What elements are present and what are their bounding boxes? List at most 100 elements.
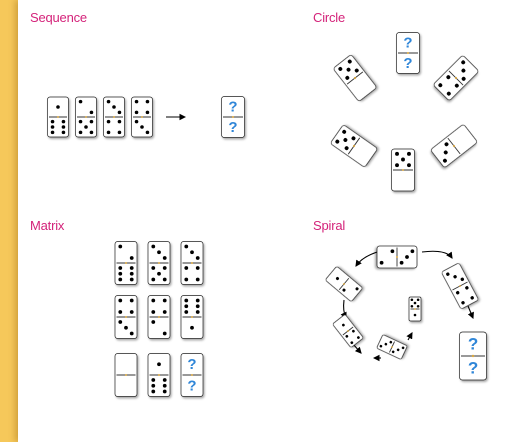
spiral-question-tile: ?? <box>460 332 487 380</box>
matrix-tile-r1c1-top-pip <box>118 245 122 249</box>
matrix-tile-r1c3-top-pip <box>190 250 194 254</box>
matrix-tile-r2c1-top-pip <box>118 299 122 303</box>
spiral-question-tile-divider-stud <box>472 355 474 357</box>
sequence-tile-4-top-pip <box>146 100 150 104</box>
spiral-tile-6-top-pip <box>411 298 414 301</box>
sequence-tile-1-bottom-pip <box>62 125 66 129</box>
matrix-tile-r1c2-top-pip <box>163 256 167 260</box>
spiral-tile-1-top-pip <box>411 249 415 253</box>
matrix-tile-r2c2-top-pip <box>151 299 155 303</box>
matrix-tile-r2c3-top-pip <box>196 310 200 314</box>
matrix-tile-r1c2-top-pip <box>157 250 161 254</box>
sequence-question-tile-divider-stud <box>232 116 234 118</box>
matrix-tile-r3c2-bottom-pip <box>151 378 155 382</box>
matrix-tile-r2c3-top-pip <box>184 304 188 308</box>
matrix-tile-r2c1-bottom-pip <box>124 326 128 330</box>
spiral-tile-1-bottom-pip <box>391 249 395 253</box>
spiral-tile-6 <box>409 297 421 321</box>
sequence-tile-3-top-pip <box>112 105 116 109</box>
matrix-tile-r1c3-bottom-pip <box>184 278 188 282</box>
spiral-arrow-2 <box>468 306 473 318</box>
matrix-tile-r2c2-bottom-pip <box>163 332 167 336</box>
matrix-tile-r2c2-bottom-pip <box>151 320 155 324</box>
spiral-tile-5 <box>377 334 408 359</box>
matrix-tile-r2c3-divider-stud <box>191 316 193 318</box>
sequence-tile-1 <box>48 97 69 137</box>
matrix-question-tile: ?? <box>181 354 203 397</box>
sequence-tile-1-bottom-pip <box>51 125 55 129</box>
circle-tile-2 <box>330 125 378 168</box>
sequence-tile-2-top-pip <box>90 111 94 115</box>
matrix-tile-r2c2-top-pip <box>151 310 155 314</box>
spiral-tile-6-divider-stud <box>414 308 416 310</box>
matrix-tile-r1c1-divider-stud <box>125 262 127 264</box>
matrix-tile-r2c1-divider-stud <box>125 316 127 318</box>
circle-tile-5 <box>433 55 479 101</box>
circle-question-tile-top-question-mark: ? <box>403 34 412 51</box>
matrix-tile-r1c3-bottom-pip <box>196 266 200 270</box>
sequence-tile-4-top-pip <box>135 111 139 115</box>
circle-tile-3-top-pip <box>401 158 405 162</box>
sequence-question-tile-top-question-mark: ? <box>228 98 237 115</box>
matrix-tile-r2c3-top-pip <box>184 310 188 314</box>
matrix-question-tile-top-question-mark: ? <box>187 356 196 373</box>
matrix-tile-r1c1-bottom-pip <box>130 278 134 282</box>
matrix-tile-r2c3-top-pip <box>196 299 200 303</box>
circle-tile-3-top-pip <box>395 163 399 167</box>
spiral-tile-4 <box>332 314 363 347</box>
circle-tile-3 <box>392 149 415 191</box>
sequence-tile-4 <box>132 97 153 137</box>
spiral-tile-1-divider-stud <box>396 256 398 258</box>
sequence-tile-1-divider-stud <box>57 116 59 118</box>
circle-tile-3-divider-stud <box>402 169 404 171</box>
matrix-tile-r2c1-top-pip <box>130 310 134 314</box>
matrix-tile-r3c2-divider-stud <box>158 374 160 376</box>
sequence-tile-2-bottom-pip <box>90 131 94 135</box>
matrix-tile-r1c2-top-pip <box>151 245 155 249</box>
circle-tile-3-top-pip <box>407 163 411 167</box>
matrix-tile-r1c1-top-pip <box>130 256 134 260</box>
sequence-tile-3-bottom-pip <box>118 131 122 135</box>
matrix-tile-r3c2-top-pip <box>157 362 161 366</box>
matrix-tile-r1c2-bottom-pip <box>157 272 161 276</box>
sequence-tile-3-top-pip <box>107 100 111 104</box>
diagram-frame: Sequence Circle Matrix Spiral ???????? <box>18 0 513 442</box>
matrix-tile-r3c2-bottom-pip <box>163 390 167 394</box>
spiral-question-tile-bottom-question-mark: ? <box>468 359 478 378</box>
domino-diagram: ???????? <box>18 0 513 442</box>
matrix-tile-r2c1-bottom-pip <box>130 332 134 336</box>
sequence-tile-1-bottom-pip <box>62 131 66 135</box>
matrix-tile-r1c3-top-pip <box>196 256 200 260</box>
spiral-tile-2 <box>441 263 478 309</box>
matrix-tile-r2c3 <box>181 296 203 339</box>
spiral-arrow-7 <box>408 333 412 340</box>
matrix-tile-r1c3 <box>181 242 203 285</box>
circle-tile-1 <box>333 54 377 101</box>
spiral-tile-1-bottom-pip <box>380 261 384 265</box>
matrix-tile-r2c2-top-pip <box>163 310 167 314</box>
matrix-tile-r1c1-bottom-pip <box>130 266 134 270</box>
sequence-tile-3 <box>104 97 125 137</box>
sequence-tile-3-bottom-pip <box>107 120 111 124</box>
tile-layer: ???????? <box>48 33 487 397</box>
circle-question-tile-bottom-question-mark: ? <box>403 55 412 72</box>
matrix-question-tile-divider-stud <box>191 374 193 376</box>
sequence-tile-4-bottom-pip <box>140 125 144 129</box>
spiral-tile-1 <box>377 246 417 268</box>
matrix-tile-r1c3-bottom-pip <box>184 266 188 270</box>
matrix-tile-r2c1-top-pip <box>118 310 122 314</box>
sequence-tile-3-top-pip <box>118 111 122 115</box>
circle-question-tile: ?? <box>397 33 420 74</box>
sequence-tile-1-top-pip <box>56 105 60 109</box>
matrix-tile-r2c2-top-pip <box>163 299 167 303</box>
matrix-tile-r1c2-bottom-pip <box>163 266 167 270</box>
matrix-tile-r3c2 <box>148 354 170 397</box>
matrix-tile-r3c1-divider-stud <box>125 374 127 376</box>
matrix-tile-r2c3-top-pip <box>196 304 200 308</box>
sequence-tile-3-bottom-pip <box>107 131 111 135</box>
matrix-tile-r2c2 <box>148 296 170 339</box>
sequence-tile-4-bottom-pip <box>135 120 139 124</box>
matrix-tile-r1c1 <box>115 242 137 285</box>
sequence-tile-2-bottom-pip <box>90 120 94 124</box>
sequence-tile-4-divider-stud <box>141 116 143 118</box>
